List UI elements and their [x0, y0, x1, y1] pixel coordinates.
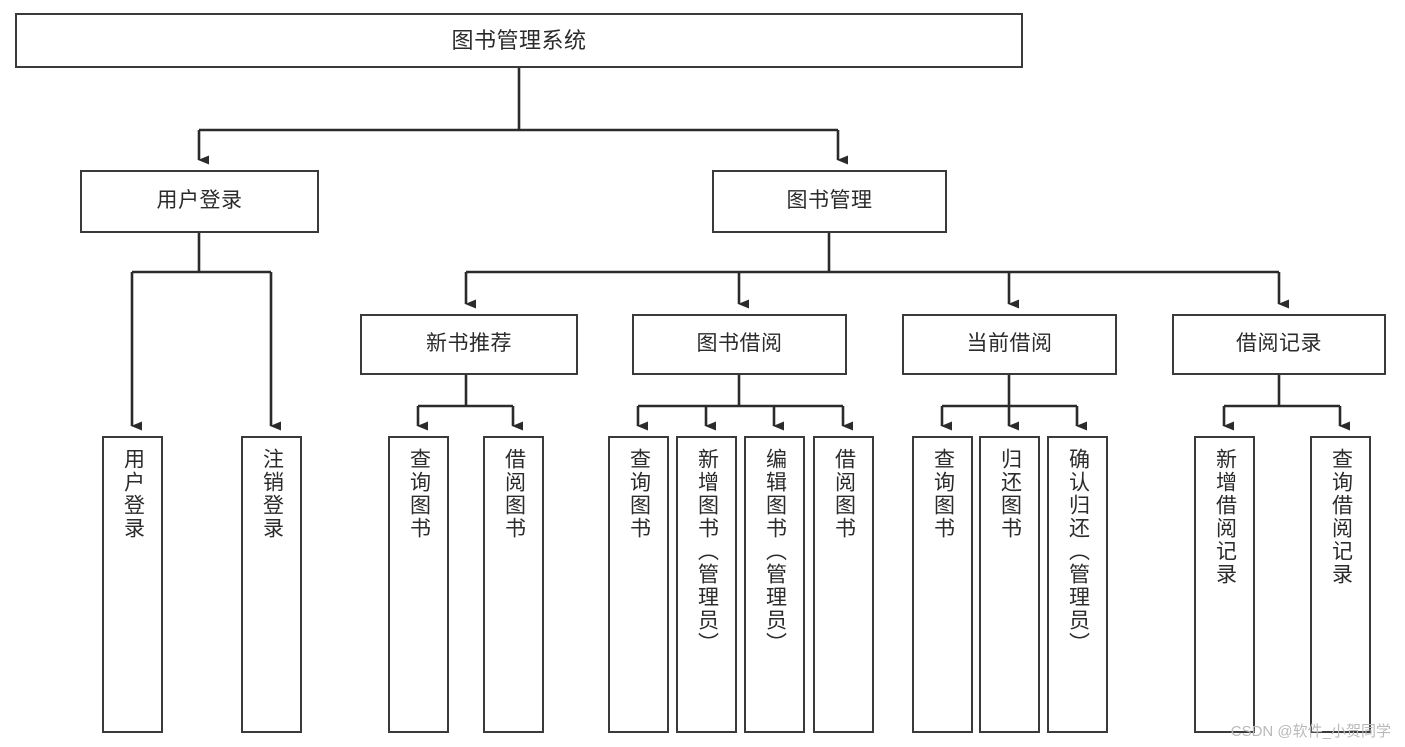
node-leaf-query-book-2-label: 查询图书: [627, 448, 651, 540]
node-user-login[interactable]: 用户登录: [80, 170, 319, 233]
node-leaf-borrow-book-2[interactable]: 借阅图书: [813, 436, 874, 733]
node-leaf-return-book-label: 归还图书: [998, 448, 1022, 540]
node-leaf-borrow-book-2-label: 借阅图书: [832, 448, 856, 540]
node-leaf-edit-book[interactable]: 编辑图书（管理员）: [744, 436, 805, 733]
node-book-management-label: 图书管理: [786, 189, 873, 213]
node-borrow-record-label: 借阅记录: [1236, 332, 1322, 356]
node-leaf-query-record[interactable]: 查询借阅记录: [1310, 436, 1371, 733]
node-borrow-record[interactable]: 借阅记录: [1172, 314, 1386, 375]
node-leaf-query-book-3-label: 查询图书: [931, 448, 955, 540]
node-leaf-query-book-2[interactable]: 查询图书: [608, 436, 669, 733]
node-current-borrow[interactable]: 当前借阅: [902, 314, 1117, 375]
node-book-management[interactable]: 图书管理: [712, 170, 947, 233]
node-root-library-system[interactable]: 图书管理系统: [15, 13, 1023, 68]
csdn-watermark: CSDN @软件_小贺同学: [1230, 723, 1391, 740]
node-new-book-recommend-label: 新书推荐: [426, 332, 512, 356]
node-leaf-borrow-book-1-label: 借阅图书: [502, 448, 526, 540]
node-book-borrow-label: 图书借阅: [696, 332, 783, 356]
node-leaf-borrow-book-1[interactable]: 借阅图书: [483, 436, 544, 733]
node-leaf-query-record-label: 查询借阅记录: [1329, 448, 1353, 586]
node-current-borrow-label: 当前借阅: [966, 332, 1053, 356]
node-book-borrow[interactable]: 图书借阅: [632, 314, 847, 375]
node-leaf-query-book-1[interactable]: 查询图书: [388, 436, 449, 733]
node-new-book-recommend[interactable]: 新书推荐: [360, 314, 578, 375]
node-leaf-add-book[interactable]: 新增图书（管理员）: [676, 436, 737, 733]
node-leaf-logout-label: 注销登录: [260, 448, 284, 540]
node-user-login-label: 用户登录: [156, 189, 243, 213]
node-root-label: 图书管理系统: [451, 27, 587, 53]
node-leaf-add-record[interactable]: 新增借阅记录: [1194, 436, 1255, 733]
node-leaf-logout[interactable]: 注销登录: [241, 436, 302, 733]
node-leaf-return-book[interactable]: 归还图书: [979, 436, 1040, 733]
node-leaf-add-book-label: 新增图书（管理员）: [695, 448, 719, 655]
node-leaf-confirm-return[interactable]: 确认归还（管理员）: [1047, 436, 1108, 733]
node-leaf-edit-book-label: 编辑图书（管理员）: [763, 448, 787, 655]
node-leaf-query-book-3[interactable]: 查询图书: [912, 436, 973, 733]
node-leaf-user-login-label: 用户登录: [121, 448, 145, 540]
node-leaf-query-book-1-label: 查询图书: [407, 448, 431, 540]
node-leaf-add-record-label: 新增借阅记录: [1213, 448, 1237, 586]
node-leaf-confirm-return-label: 确认归还（管理员）: [1066, 448, 1090, 655]
node-leaf-user-login[interactable]: 用户登录: [102, 436, 163, 733]
